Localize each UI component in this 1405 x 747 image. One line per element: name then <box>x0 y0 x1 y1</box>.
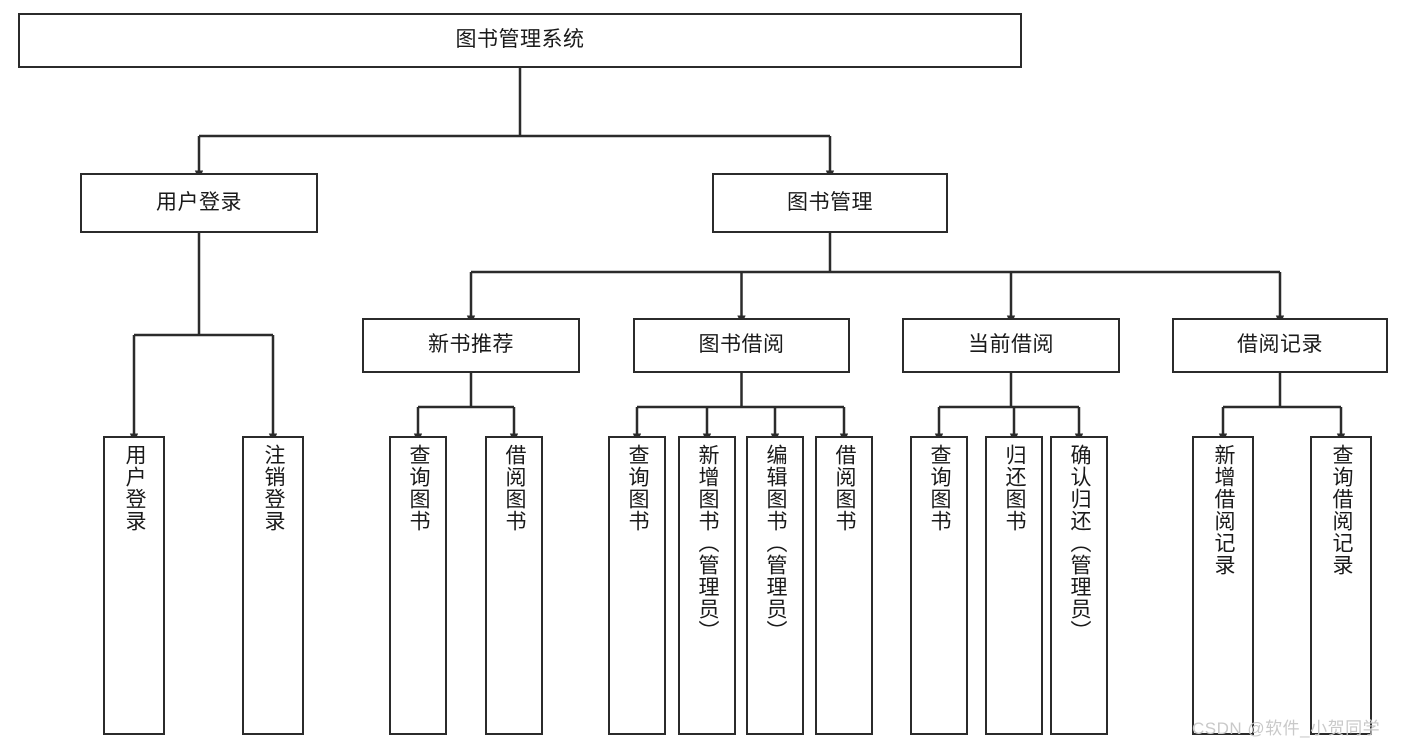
node-label: 注销登录 <box>262 444 286 532</box>
node-leaf-user-logout[interactable]: 注销登录 <box>242 436 304 735</box>
node-leaf-query-record[interactable]: 查询借阅记录 <box>1310 436 1372 735</box>
node-label: 新增借阅记录 <box>1212 444 1236 576</box>
csdn-watermark: CSDN @软件_小贺同学 <box>1192 719 1381 738</box>
node-borrow-record[interactable]: 借阅记录 <box>1172 318 1388 373</box>
node-leaf-query-book-3[interactable]: 查询图书 <box>910 436 968 735</box>
node-label: 图书借阅 <box>698 333 785 357</box>
node-leaf-add-book[interactable]: 新增图书（管理员） <box>678 436 736 735</box>
node-leaf-user-login[interactable]: 用户登录 <box>103 436 165 735</box>
node-label: 确认归还（管理员） <box>1068 444 1092 642</box>
node-leaf-borrow-book-1[interactable]: 借阅图书 <box>485 436 543 735</box>
node-leaf-edit-book[interactable]: 编辑图书（管理员） <box>746 436 804 735</box>
node-label: 当前借阅 <box>968 333 1054 357</box>
node-current-borrow[interactable]: 当前借阅 <box>902 318 1120 373</box>
node-leaf-borrow-book-2[interactable]: 借阅图书 <box>815 436 873 735</box>
node-label: 借阅记录 <box>1237 333 1323 357</box>
node-leaf-query-book-2[interactable]: 查询图书 <box>608 436 666 735</box>
node-leaf-add-record[interactable]: 新增借阅记录 <box>1192 436 1254 735</box>
node-leaf-return-book[interactable]: 归还图书 <box>985 436 1043 735</box>
node-root[interactable]: 图书管理系统 <box>18 13 1022 68</box>
node-label: 查询图书 <box>407 444 431 532</box>
node-label: 归还图书 <box>1003 444 1027 532</box>
node-label: 查询图书 <box>626 444 650 532</box>
node-label: 用户登录 <box>123 444 147 532</box>
node-leaf-confirm-return[interactable]: 确认归还（管理员） <box>1050 436 1108 735</box>
node-label: 新书推荐 <box>428 333 514 357</box>
node-label: 用户登录 <box>156 190 242 214</box>
node-label: 借阅图书 <box>833 444 857 532</box>
node-book-borrow[interactable]: 图书借阅 <box>633 318 850 373</box>
node-label: 新增图书（管理员） <box>696 444 720 642</box>
node-leaf-query-book-1[interactable]: 查询图书 <box>389 436 447 735</box>
node-label: 查询借阅记录 <box>1330 444 1354 576</box>
node-label: 借阅图书 <box>503 444 527 532</box>
node-label: 图书管理系统 <box>455 28 585 52</box>
node-book-manage[interactable]: 图书管理 <box>712 173 948 233</box>
node-new-book-recommend[interactable]: 新书推荐 <box>362 318 580 373</box>
node-user-login[interactable]: 用户登录 <box>80 173 318 233</box>
node-label: 图书管理 <box>787 190 873 214</box>
node-label: 编辑图书（管理员） <box>764 444 788 642</box>
node-label: 查询图书 <box>928 444 952 532</box>
